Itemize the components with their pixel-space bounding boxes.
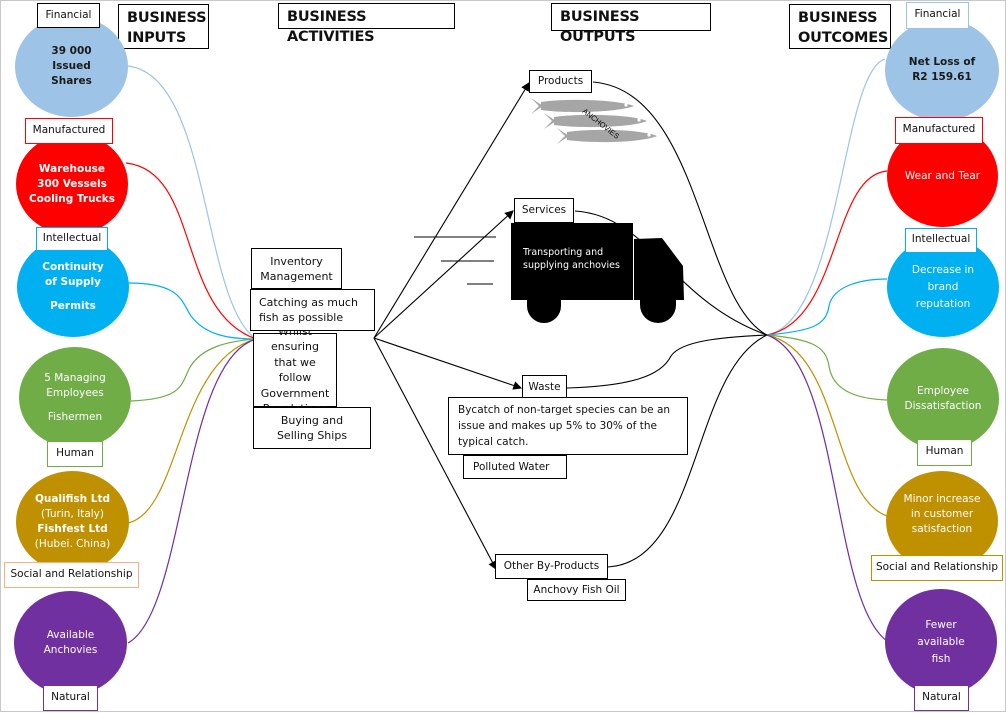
link-intellectual-outcome [766,278,888,336]
link-financial-input [127,65,257,340]
link-human-outcome [766,334,888,401]
arrow-to-services [373,210,514,339]
header-business-activities: BUSINESS ACTIVITIES [278,3,455,45]
arrow-to-waste [373,337,523,390]
input-intellectual-circle: Continuity of Supply Permits [17,237,129,337]
outcome-social-circle: Minor increase in customer satisfaction [886,471,998,571]
outcome-natural-circle: Fewer available fish [885,589,997,695]
truck-wheel-icon [640,299,676,323]
input-natural-tag: Natural [43,685,98,711]
activity-buying-selling-ships: Buying and Selling Ships [253,407,371,449]
input-social-tag: Social and Relationship [4,562,139,588]
input-manufactured-tag: Manufactured [25,118,113,144]
input-human-circle: 5 Managing Employees Fishermen [19,347,131,448]
by-products-fish-oil: Anchovy Fish Oil [527,579,626,601]
outcome-natural-tag: Natural [914,685,969,711]
link-social-input [127,338,257,524]
output-by-products-box: Other By-Products [495,554,608,579]
anchovies-fish-icon: ANCHOVIES [531,98,657,144]
link-waste-outcome [566,334,768,389]
link-financial-outcome [766,58,886,336]
outcome-manufactured-tag: Manufactured [895,117,983,144]
truck-cargo-icon: Transporting and supplying anchovies [511,223,633,300]
link-social-outcome [766,334,888,517]
outcome-intellectual-circle: Decrease in brand reputation [887,237,999,337]
header-business-outcomes: BUSINESS OUTCOMES [789,4,891,49]
outcome-human-tag: Human [917,439,972,466]
outcome-financial-circle: Net Loss of R2 159.61 [885,19,999,121]
input-financial-circle: 39 000 Issued Shares [15,16,128,117]
input-natural-circle: Available Anchovies [14,591,127,695]
truck-cab-icon [634,238,684,300]
outcome-intellectual-tag: Intellectual [905,228,977,253]
outcome-human-circle: Employee Dissatisfaction [887,348,999,450]
output-waste-box: Waste [522,375,567,399]
header-business-inputs: BUSINESS INPUTS [118,4,209,49]
services-description: Transporting and supplying anchovies [523,247,620,271]
link-natural-input [127,338,257,644]
link-natural-outcome [766,334,888,642]
link-intellectual-input [127,282,257,340]
activity-inventory-management: Inventory Management [251,248,342,289]
waste-bycatch-note: Bycatch of non-target species can be an … [448,397,688,455]
arrow-to-products [373,82,530,339]
truck-wheel-icon [527,299,561,323]
input-intellectual-tag: Intellectual [36,227,108,251]
activity-catching-fish: Catching as much fish as possible [250,289,375,331]
input-manufactured-circle: Warehouse 300 Vessels Cooling Trucks [16,133,128,235]
link-human-input [130,338,257,402]
input-human-tag: Human [47,441,103,467]
outcome-social-tag: Social and Relationship [871,555,1003,581]
link-manufactured-outcome [766,170,888,336]
output-products-box: Products [529,70,592,93]
activity-government-regulations: Whilst ensuring that we follow Governmen… [253,325,337,415]
link-manufactured-input [125,162,257,340]
input-financial-tag: Financial [37,3,100,28]
waste-polluted-water: Polluted Water [463,455,567,479]
output-services-box: Services [514,198,574,223]
outcome-financial-tag: Financial [906,2,969,29]
input-social-circle: Qualifish Ltd (Turin, Italy) Fishfest Lt… [16,471,129,573]
header-business-outputs: BUSINESS OUTPUTS [551,3,711,45]
